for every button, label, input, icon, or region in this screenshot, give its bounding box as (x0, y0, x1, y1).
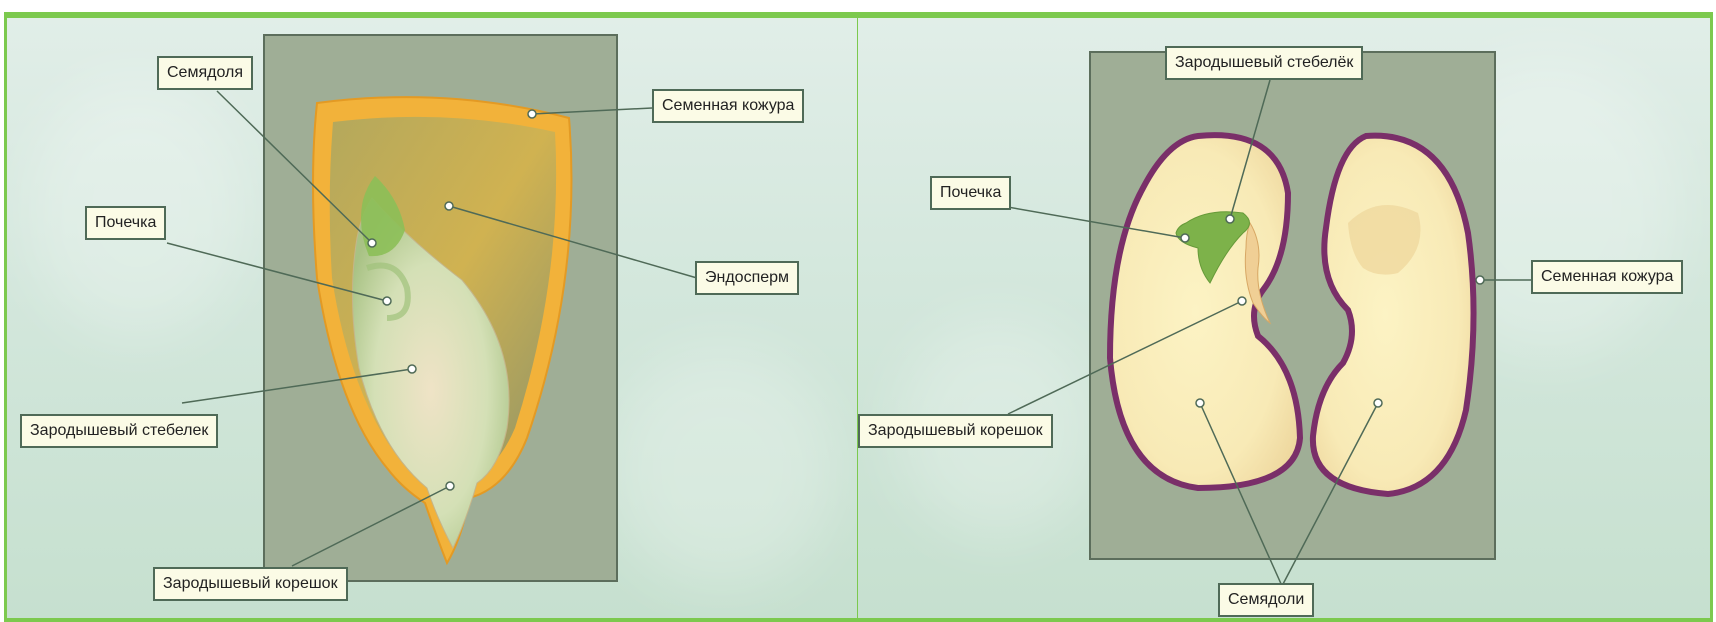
label-seed-coat: Семенная кожура (1531, 260, 1683, 294)
bean-seed-panel: Зародышевый стебелёк Почечка Семенная ко… (858, 12, 1713, 622)
label-bud: Почечка (930, 176, 1011, 210)
label-embryonic-root: Зародышевый корешок (858, 414, 1053, 448)
label-embryonic-stem: Зародышевый стебелёк (1165, 46, 1363, 80)
label-cotyledons: Семядоли (1218, 583, 1314, 617)
label-endosperm: Эндосперм (695, 261, 799, 295)
label-seed-coat: Семенная кожура (652, 89, 804, 123)
label-cotyledon: Семядоля (157, 56, 253, 90)
label-bud: Почечка (85, 206, 166, 240)
bean-seed-drawing (858, 18, 1710, 618)
label-embryonic-root: Зародышевый корешок (153, 567, 348, 601)
label-embryonic-stem: Зародышевый стебелек (20, 414, 218, 448)
maize-seed-panel: Семядоля Семенная кожура Почечка Эндоспе… (4, 12, 860, 622)
